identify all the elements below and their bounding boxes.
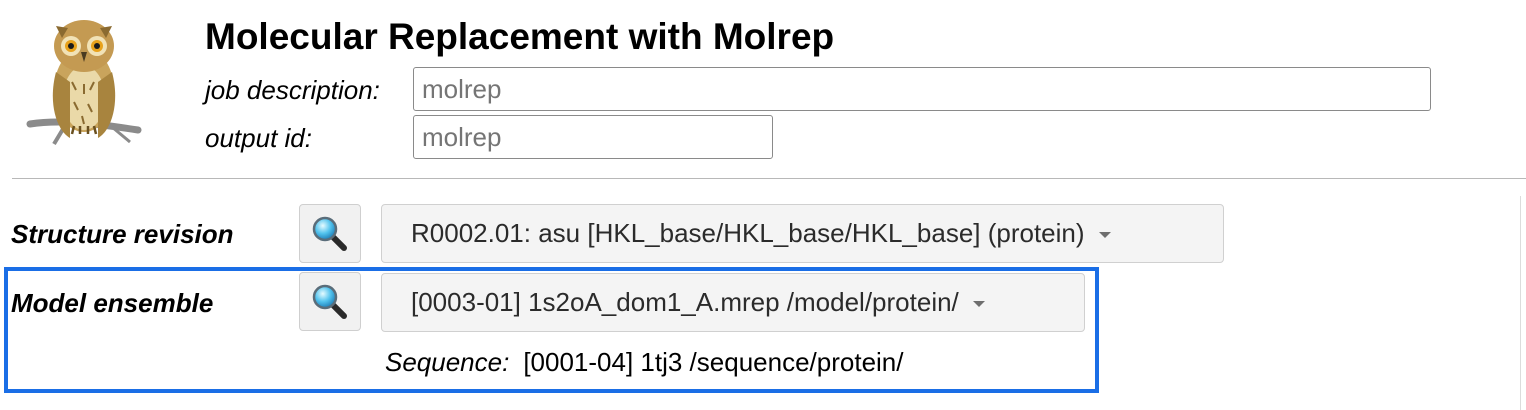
owl-logo-icon [26, 12, 142, 158]
sequence-label: Sequence: [385, 347, 510, 377]
chevron-down-icon [1098, 231, 1111, 238]
output-id-label: output id: [205, 123, 312, 153]
model-ensemble-label: Model ensemble [11, 288, 214, 318]
magnifier-icon [312, 284, 347, 319]
model-ensemble-search-button[interactable] [299, 272, 361, 331]
structure-revision-value: R0002.01: asu [HKL_base/HKL_base/HKL_bas… [411, 218, 1085, 248]
model-ensemble-highlight [4, 267, 1099, 393]
page-title: Molecular Replacement with Molrep [205, 16, 835, 57]
structure-revision-select[interactable]: R0002.01: asu [HKL_base/HKL_base/HKL_bas… [381, 204, 1224, 263]
model-ensemble-value: [0003-01] 1s2oA_dom1_A.mrep /model/prote… [411, 287, 959, 317]
output-id-input[interactable] [413, 115, 773, 159]
sequence-line: Sequence: [0001-04] 1tj3 /sequence/protei… [385, 344, 904, 380]
job-description-input[interactable] [413, 67, 1431, 111]
chevron-down-icon [972, 300, 985, 307]
magnifier-icon [312, 216, 347, 251]
structure-revision-search-button[interactable] [299, 204, 361, 263]
structure-revision-label: Structure revision [11, 219, 234, 249]
panel-edge [1520, 196, 1521, 410]
sequence-value: [0001-04] 1tj3 /sequence/protein/ [523, 347, 904, 377]
job-description-label: job description: [205, 75, 380, 105]
section-divider [12, 178, 1526, 179]
model-ensemble-select[interactable]: [0003-01] 1s2oA_dom1_A.mrep /model/prote… [381, 273, 1085, 332]
